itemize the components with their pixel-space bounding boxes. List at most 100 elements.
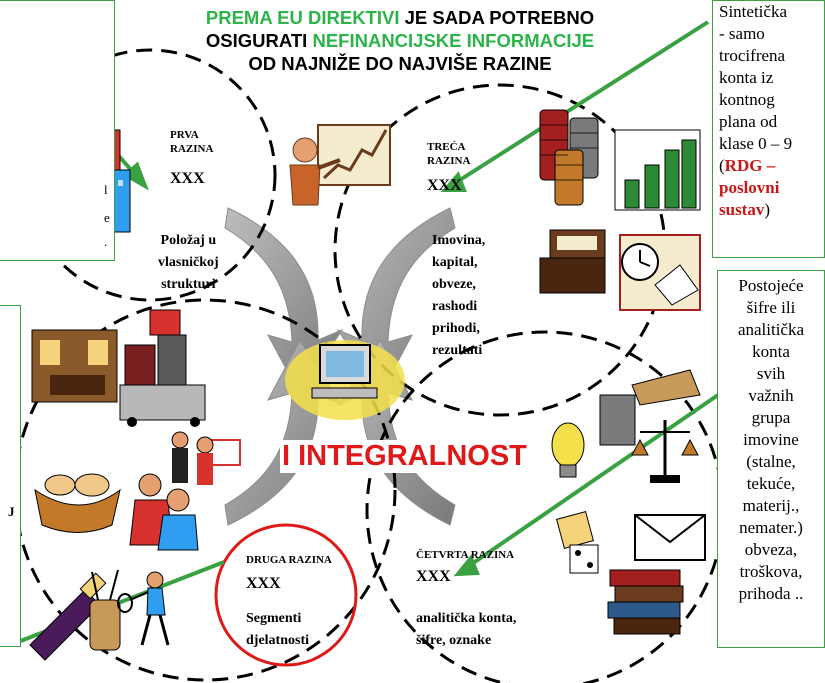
right-bottom-line: Postojeće: [738, 276, 804, 295]
right-bottom-line: šifre ili: [746, 298, 796, 317]
right-bottom-line: analitička: [737, 320, 805, 339]
fourth-level-desc: analitička konta, šifre, oznake: [416, 608, 516, 652]
first-level-label: PRVA RAZINA: [170, 128, 213, 156]
diagram-title: PREMA EU DIREKTIVI JE SADA POTREBNO OSIG…: [140, 6, 660, 75]
third-level-desc-line: rezultati: [432, 343, 483, 358]
luggage-cart-icon: [119, 309, 206, 427]
fourth-level-desc-line: šifre, oznake: [416, 633, 492, 648]
right-bottom-line: obveza,: [744, 540, 798, 559]
third-level-label-line1: TREĆA: [427, 141, 466, 153]
presenter-chart-icon: [289, 124, 391, 206]
title-part1: PREMA EU DIREKTIVI: [205, 7, 400, 28]
right-top-line: kontnog: [719, 90, 775, 109]
left-mid-box: J: [0, 305, 21, 647]
tennis-player-icon: [117, 571, 170, 646]
highlight-text: sustav: [719, 200, 765, 219]
right-bottom-line: svih: [756, 364, 786, 383]
pointer-line-third: [450, 20, 710, 187]
second-level-label: DRUGA RAZINA: [246, 554, 332, 566]
first-level-label-line1: PRVA: [170, 129, 199, 141]
meeting-icon: [171, 431, 241, 485]
paren-open: (: [719, 156, 725, 175]
books-icon: [607, 569, 684, 635]
title-part4: NEFINANCIJSKE INFORMACIJE: [312, 30, 595, 51]
highlight-text: RDG –: [724, 156, 776, 175]
fourth-level-code: XXX: [416, 568, 451, 585]
right-top-note-box: Sintetička - samo trocifrena konta iz ko…: [712, 0, 825, 258]
right-top-line: konta iz: [719, 68, 774, 87]
pointer-arrowhead-first: [122, 161, 149, 191]
second-level-code: XXX: [246, 575, 281, 592]
fourth-level-desc-line: analitička konta,: [416, 611, 517, 626]
integralnost-label: I INTEGRALNOST: [280, 440, 529, 473]
circle-second-level: [13, 298, 397, 682]
pointer-arrowhead-fourth: [453, 554, 480, 577]
third-level-label-line2: RAZINA: [427, 155, 471, 167]
second-level-desc-line: Segmenti: [246, 611, 302, 626]
golf-bag-icon: [89, 569, 121, 651]
right-top-line: Sintetička: [719, 2, 787, 21]
shopping-couple-icon: [129, 473, 199, 551]
bar-chart-icon: [614, 129, 701, 211]
title-part2: JE SADA POTREBNO: [399, 7, 595, 28]
right-bottom-line: grupa: [751, 408, 791, 427]
computer-icon: [285, 340, 405, 420]
first-level-label-line2: RAZINA: [170, 143, 214, 155]
second-level-desc-line: djelatnosti: [246, 633, 309, 648]
right-bottom-line: materij.,: [742, 496, 800, 515]
hand-stamp-icon: [599, 369, 701, 446]
right-top-line: plana od: [719, 112, 778, 131]
right-top-line: klase 0 – 9: [719, 134, 793, 153]
right-top-line: trocifrena: [719, 46, 786, 65]
pointer-line-fourth: [464, 393, 720, 570]
right-bottom-line: nemater.): [739, 518, 803, 537]
scales-icon: [631, 420, 699, 483]
right-bottom-note-box: Postojeće šifre ili analitička konta svi…: [717, 270, 825, 648]
first-level-desc-line: strukturi: [161, 277, 216, 292]
right-bottom-line: troškova,: [739, 562, 803, 581]
left-fragment-b: e: [104, 210, 110, 225]
right-bottom-line: prihoda ..: [738, 584, 804, 603]
third-level-desc: Imovina, kapital, obveze, rashodi prihod…: [432, 230, 485, 362]
highlight-red-circle: [214, 523, 358, 667]
title-part5: OD NAJNIŽE DO NAJVIŠE RAZINE: [248, 53, 552, 74]
envelope-icon: [634, 514, 706, 561]
left-fragment-mid: J: [8, 504, 15, 519]
title-part3: OSIGURATI: [205, 30, 313, 51]
highlight-text: poslovni: [719, 178, 780, 197]
first-level-desc: Položaj u vlasničkoj strukturi: [158, 230, 219, 296]
left-top-box: l e .: [0, 0, 115, 261]
left-fragment-c: .: [104, 234, 108, 249]
dice-icon: [556, 511, 599, 574]
left-fragment-a: l: [104, 182, 108, 197]
first-level-desc-line: Položaj u: [160, 233, 217, 248]
paren-close: ): [764, 200, 771, 219]
right-top-highlight-line: (RDG –: [719, 155, 824, 177]
third-level-desc-line: obveze,: [432, 277, 476, 292]
bread-basket-icon: [34, 473, 121, 533]
fourth-level-label: ČETVRTA RAZINA: [416, 549, 515, 561]
typewriter-icon: [539, 229, 606, 294]
third-level-desc-line: kapital,: [432, 255, 478, 270]
third-level-desc-line: prihodi,: [432, 321, 480, 336]
first-level-desc-line: vlasničkoj: [158, 255, 219, 270]
right-bottom-line: imovine: [743, 430, 799, 449]
right-bottom-line: tekuće,: [746, 474, 796, 493]
lightbulb-icon: [551, 422, 585, 478]
circle-first-level: [23, 48, 277, 302]
right-bottom-line: konta: [752, 342, 790, 361]
right-top-highlight-line: sustav): [719, 199, 824, 221]
first-level-code: XXX: [170, 170, 205, 187]
clock-book-icon: [619, 234, 701, 311]
third-level-code: XXX: [427, 177, 462, 194]
third-level-label: TREĆA RAZINA: [427, 140, 470, 168]
third-level-desc-line: rashodi: [432, 299, 478, 314]
hotel-lobby-icon: [31, 329, 118, 403]
pointer-arrowhead-third: [440, 171, 467, 192]
right-top-line: - samo: [719, 24, 765, 43]
coins-icon: [539, 109, 599, 206]
third-level-desc-line: Imovina,: [432, 233, 486, 248]
second-level-desc: Segmenti djelatnosti: [246, 608, 309, 652]
right-bottom-line: (stalne,: [746, 452, 796, 471]
